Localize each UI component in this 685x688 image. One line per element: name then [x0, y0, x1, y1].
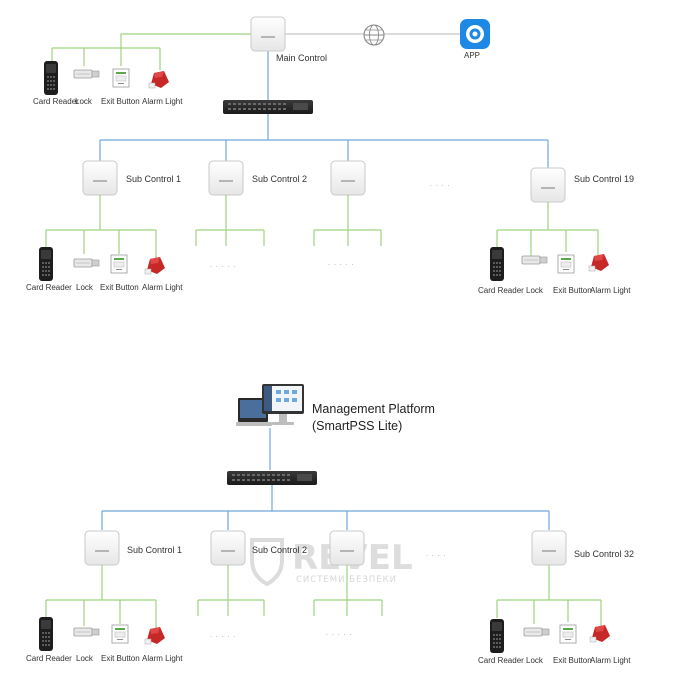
main-control-device — [250, 16, 286, 52]
top-sub-control-1-label: Sub Control 1 — [126, 174, 181, 184]
main-control-label: Main Control — [276, 53, 327, 63]
bsub1-lock — [73, 627, 100, 637]
top-sub-control-2-label: Sub Control 2 — [252, 174, 307, 184]
bsub1-lock-label: Lock — [76, 654, 94, 663]
management-platform-computer-icon — [236, 384, 304, 426]
bottom-sub-control-2-label: Sub Control 2 — [252, 545, 307, 555]
sub1-alarm-light — [144, 256, 166, 275]
top-network-switch — [223, 100, 313, 114]
top-sub-control-3-device — [330, 160, 366, 196]
sub1-alarm-light-label: Alarm Light — [142, 283, 183, 292]
bottom-sub-control-32-device — [531, 530, 567, 566]
main-exit-button — [112, 68, 130, 88]
bsub1-alarm-light — [144, 626, 166, 645]
sub1-exit-button — [110, 254, 128, 274]
main-alarm-light-label: Alarm Light — [142, 97, 183, 106]
platform-label-line1: Management Platform — [312, 402, 435, 416]
bottom-sub-control-32-label: Sub Control 32 — [574, 549, 634, 559]
app-label: APP — [464, 51, 480, 60]
bsub1-alarm-light-label: Alarm Light — [142, 654, 183, 663]
main-lock — [73, 69, 100, 79]
sub19-lock — [521, 255, 548, 265]
sub19-card-reader — [490, 247, 504, 281]
bsub2-devices-ellipsis: . . . . . — [210, 632, 237, 639]
main-alarm-light — [148, 70, 170, 89]
bottom-sub-control-2-device — [210, 530, 246, 566]
bsub32-lock-label: Lock — [526, 656, 544, 665]
bottom-sub-control-1-device — [84, 530, 120, 566]
globe-icon — [363, 24, 385, 46]
sub19-exit-button-label: Exit Button — [553, 286, 592, 295]
bsub32-lock — [523, 627, 550, 637]
bsub1-card-reader-label: Card Reader — [26, 654, 72, 663]
sub2-devices-ellipsis: . . . . . — [210, 262, 237, 269]
app-icon — [460, 19, 490, 49]
top-sub-control-2-device — [208, 160, 244, 196]
bsub1-exit-button-label: Exit Button — [101, 654, 140, 663]
sub19-alarm-light — [588, 253, 610, 272]
sub1-lock-label: Lock — [76, 283, 94, 292]
bsub32-alarm-light — [589, 624, 611, 643]
bottom-sub-control-3-device — [329, 530, 365, 566]
sub19-alarm-light-label: Alarm Light — [590, 286, 631, 295]
bsub32-alarm-light-label: Alarm Light — [590, 656, 631, 665]
sub3-devices-ellipsis: . . . . . — [328, 260, 355, 267]
platform-label-line2: (SmartPSS Lite) — [312, 419, 402, 433]
main-lock-label: Lock — [75, 97, 93, 106]
main-card-reader — [44, 61, 58, 95]
bsub3-devices-ellipsis: . . . . . — [326, 630, 353, 637]
sub19-exit-button — [557, 254, 575, 274]
bottom-network-switch — [227, 471, 317, 485]
sub1-exit-button-label: Exit Button — [100, 283, 139, 292]
bottom-more-subcontrols-ellipsis: . . . . — [426, 551, 447, 558]
sub1-card-reader — [39, 247, 53, 281]
bsub32-card-reader — [490, 619, 504, 653]
watermark-tagline: СИСТЕМИ БЕЗПЕКИ — [296, 575, 397, 585]
sub19-lock-label: Lock — [526, 286, 544, 295]
top-sub-control-1-device — [82, 160, 118, 196]
bsub32-exit-button-label: Exit Button — [553, 656, 592, 665]
sub1-card-reader-label: Card Reader — [26, 283, 72, 292]
top-sub-control-19-label: Sub Control 19 — [574, 174, 634, 184]
bsub32-card-reader-label: Card Reader — [478, 656, 524, 665]
bsub1-card-reader — [39, 617, 53, 651]
main-exit-button-label: Exit Button — [101, 97, 140, 106]
main-card-reader-label: Card Reader — [33, 97, 79, 106]
bottom-sub-control-1-label: Sub Control 1 — [127, 545, 182, 555]
sub19-card-reader-label: Card Reader — [478, 286, 524, 295]
top-sub-control-19-device — [530, 167, 566, 203]
bsub1-exit-button — [111, 624, 129, 644]
sub1-lock — [73, 258, 100, 268]
top-more-subcontrols-ellipsis: . . . . — [430, 181, 451, 188]
bsub32-exit-button — [559, 624, 577, 644]
